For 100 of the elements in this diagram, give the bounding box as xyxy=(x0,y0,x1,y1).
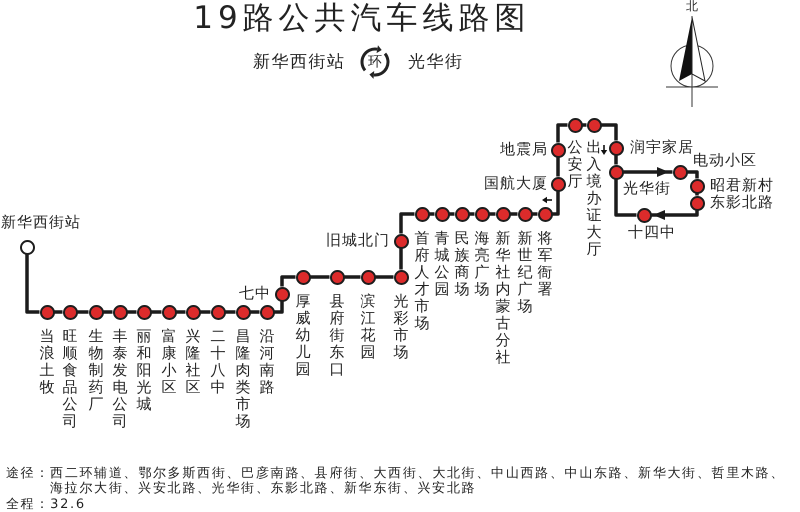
station-dot xyxy=(672,164,688,180)
station-dot xyxy=(496,206,510,222)
station-name: 生物制药厂 xyxy=(88,328,104,413)
route-line xyxy=(344,275,360,279)
station-name: 青城公园 xyxy=(434,230,450,298)
route-line xyxy=(176,310,186,314)
station-dot xyxy=(690,196,704,210)
station-name: 国航大厦 xyxy=(484,176,548,191)
route-line xyxy=(25,254,40,314)
route-line xyxy=(532,212,538,216)
station-name: 县府街东口 xyxy=(330,293,344,378)
station-name: 十四中 xyxy=(628,225,676,240)
station-name: 海亮广场 xyxy=(474,230,490,298)
station-name: 民族商场 xyxy=(454,230,470,298)
station-name: 新世纪广场 xyxy=(518,230,532,315)
route-line xyxy=(614,180,636,217)
station-name: 兴隆社区 xyxy=(186,328,200,396)
station-name: 东影北路 xyxy=(710,195,774,210)
station-name: 厚威幼儿园 xyxy=(296,293,310,378)
route-streets-text: 途径：西二环辅道、鄂尔多斯西街、巴彦南路、县府街、大西街、大北街、中山西路、中山东路、新华大街、哲里木路、海拉尔大街、兴安北路、光华街、东影北路、新华东街、兴安北路 xyxy=(6,466,786,496)
station-dot xyxy=(608,140,624,156)
station-dot xyxy=(568,118,582,132)
route-line xyxy=(556,123,568,142)
station-dot xyxy=(330,270,344,284)
route-line xyxy=(399,248,403,270)
route-line xyxy=(152,310,162,314)
station-dot xyxy=(608,164,624,180)
station-dot xyxy=(454,206,470,222)
station-dot xyxy=(236,304,250,320)
route-line xyxy=(510,212,518,216)
station-dot xyxy=(474,206,490,222)
station-name: 首府人才市场 xyxy=(414,230,430,332)
station-name: 旧城北门 xyxy=(326,233,390,248)
station-dot xyxy=(296,270,310,284)
route-line xyxy=(54,310,62,314)
route-line xyxy=(274,302,284,314)
station-name: 丰泰发电公司 xyxy=(112,328,128,430)
station-dot xyxy=(538,206,552,222)
station-dot xyxy=(518,206,532,222)
terminal-name: 光华街 xyxy=(408,53,464,71)
station-name: 七中 xyxy=(239,286,271,301)
station-name: 昭君新村 xyxy=(710,178,774,193)
route-arrow xyxy=(652,210,699,220)
station-name: 昌隆肉类市场 xyxy=(236,328,250,430)
station-dot xyxy=(40,304,54,320)
terminal-name: 新华西街站 xyxy=(253,53,346,71)
station-dot xyxy=(88,304,104,320)
station-name: 光华街 xyxy=(623,181,671,196)
route-line xyxy=(376,275,394,279)
north-label: 北 xyxy=(686,0,698,12)
route-line xyxy=(450,212,454,216)
route-line xyxy=(200,310,210,314)
route-line xyxy=(688,170,699,178)
station-dot xyxy=(586,118,602,132)
route-line xyxy=(490,212,496,216)
route-line xyxy=(470,212,474,216)
station-name: 将军衙署 xyxy=(538,230,552,298)
route-line xyxy=(128,310,136,314)
map-title: 19路公共汽车线路图 xyxy=(193,0,531,36)
station-dot xyxy=(162,304,176,320)
station-dot xyxy=(550,176,566,192)
route-line xyxy=(104,310,112,314)
station-name: 滨江花园 xyxy=(360,293,376,361)
terminal-circle xyxy=(20,240,34,254)
station-dot xyxy=(136,304,152,320)
station-name: 地震局 xyxy=(500,142,548,157)
route-line xyxy=(602,123,618,140)
station-dot xyxy=(414,206,430,222)
station-dot xyxy=(690,178,704,194)
route-line xyxy=(250,310,260,314)
station-name: 当浪土牧 xyxy=(40,328,54,396)
station-dot xyxy=(550,142,566,158)
station-dot xyxy=(360,270,376,284)
route-line xyxy=(552,192,560,216)
route-line xyxy=(280,275,296,286)
station-name: 光彩市场 xyxy=(394,293,408,361)
station-dot xyxy=(62,304,78,320)
route-line xyxy=(556,158,560,176)
station-dot xyxy=(112,304,128,320)
station-dot xyxy=(210,304,226,320)
route-length-text: 全程：32.6 xyxy=(6,497,86,512)
route-line xyxy=(78,310,88,314)
station-dot xyxy=(636,208,652,222)
route-line xyxy=(430,212,434,216)
route-line xyxy=(226,310,236,314)
station-name: 公安厅 xyxy=(568,139,582,190)
station-name: 富康小区 xyxy=(162,328,176,396)
station-dot xyxy=(394,234,408,248)
loop-mark: 环 xyxy=(368,55,382,69)
station-name: 二十八中 xyxy=(210,328,226,396)
station-name: 润宇家居 xyxy=(630,140,694,155)
station-name: 丽和阳光城 xyxy=(136,328,152,413)
route-line xyxy=(310,275,330,279)
station-name: 旺顺食品公司 xyxy=(62,328,78,430)
route-line xyxy=(399,212,414,234)
route-line xyxy=(614,156,618,164)
station-dot xyxy=(260,304,274,320)
station-dot xyxy=(394,270,408,284)
station-dot xyxy=(186,304,200,320)
station-dot xyxy=(434,206,450,222)
